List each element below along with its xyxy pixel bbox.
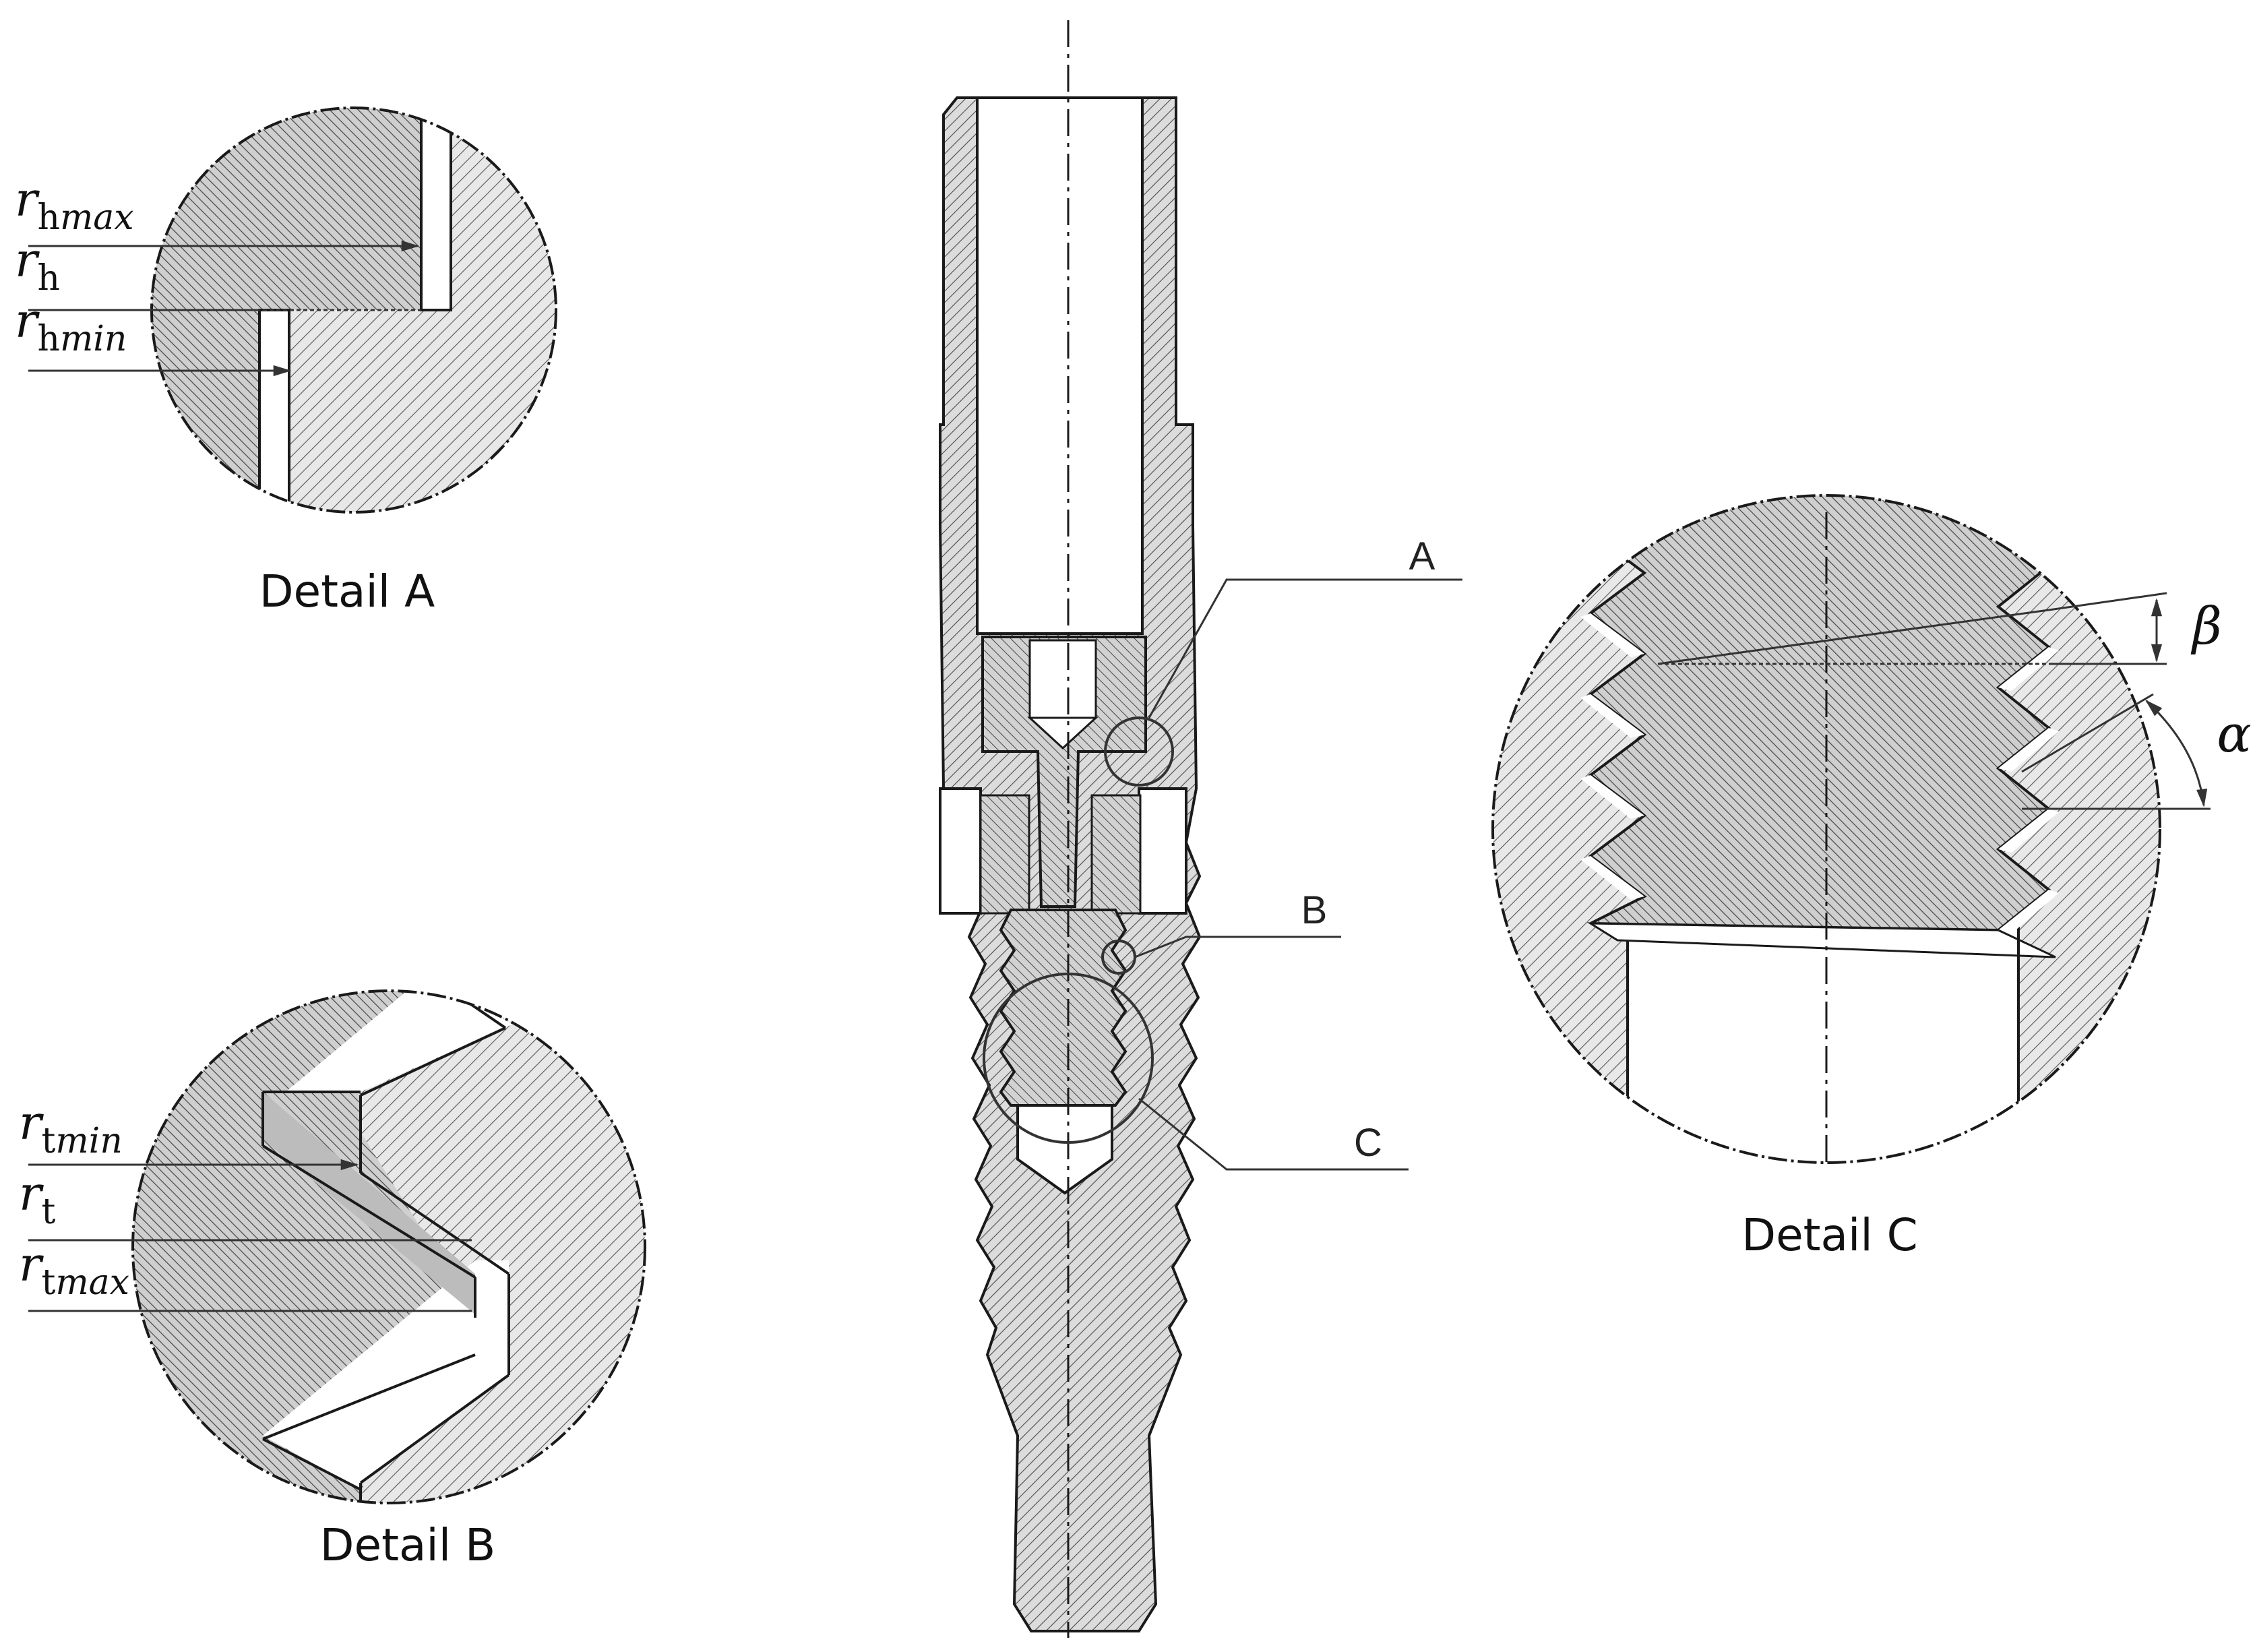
- detail-a-label-rhmax: rhmax: [15, 172, 134, 238]
- angle-alpha-label: α: [2217, 704, 2251, 764]
- detail-b-label-rtmax: rtmax: [19, 1237, 129, 1303]
- beta-ext-1: [2048, 592, 2167, 611]
- alpha-arc: [2145, 700, 2208, 807]
- angle-beta-label: β: [2190, 596, 2222, 656]
- cavity-left: [939, 787, 982, 915]
- callout-leader-c: [1138, 1097, 1409, 1171]
- alpha-ext-1: [2021, 693, 2154, 773]
- callout-leader-a: [1148, 578, 1462, 718]
- callout-label-b: B: [1301, 888, 1328, 932]
- detail-b: rtmin rt rtmax Detail B: [19, 989, 646, 1571]
- detail-a-label-rhmin: rhmin: [15, 293, 127, 359]
- callout-label-c: C: [1354, 1121, 1382, 1165]
- callout-circle-a: [1104, 716, 1174, 787]
- detail-a-label-rh: rh: [15, 233, 60, 299]
- callout-circle-c: [983, 973, 1154, 1144]
- detail-c-screw: [1588, 495, 2058, 932]
- detail-c-caption: Detail C: [1741, 1209, 1918, 1261]
- callout-label-a: A: [1409, 534, 1435, 578]
- screw-shank: [999, 909, 1128, 1107]
- detail-c: β α Detail C: [1491, 494, 2252, 1261]
- callout-leader-b: [1134, 936, 1341, 958]
- detail-a-section: [152, 108, 556, 512]
- detail-b-label-rtmin: rtmin: [19, 1095, 123, 1161]
- detail-b-caption: Detail B: [320, 1519, 496, 1571]
- abutment-bore: [976, 96, 1144, 635]
- main-section-view: A B C: [939, 20, 1462, 1638]
- detail-c-circle: [1491, 494, 2161, 1164]
- cavity-right: [1138, 787, 1187, 915]
- bore-tip: [1016, 1104, 1113, 1195]
- detail-b-circle: [131, 989, 646, 1504]
- detail-a-caption: Detail A: [259, 565, 435, 617]
- hex-socket: [1028, 639, 1097, 719]
- detail-b-label-rt: rt: [19, 1166, 55, 1232]
- detail-a: rhmax rh rhmin Detail A: [15, 106, 557, 617]
- screw-head: [981, 636, 1147, 908]
- detail-b-section: [133, 991, 645, 1503]
- detail-c-section: [1493, 495, 2160, 1163]
